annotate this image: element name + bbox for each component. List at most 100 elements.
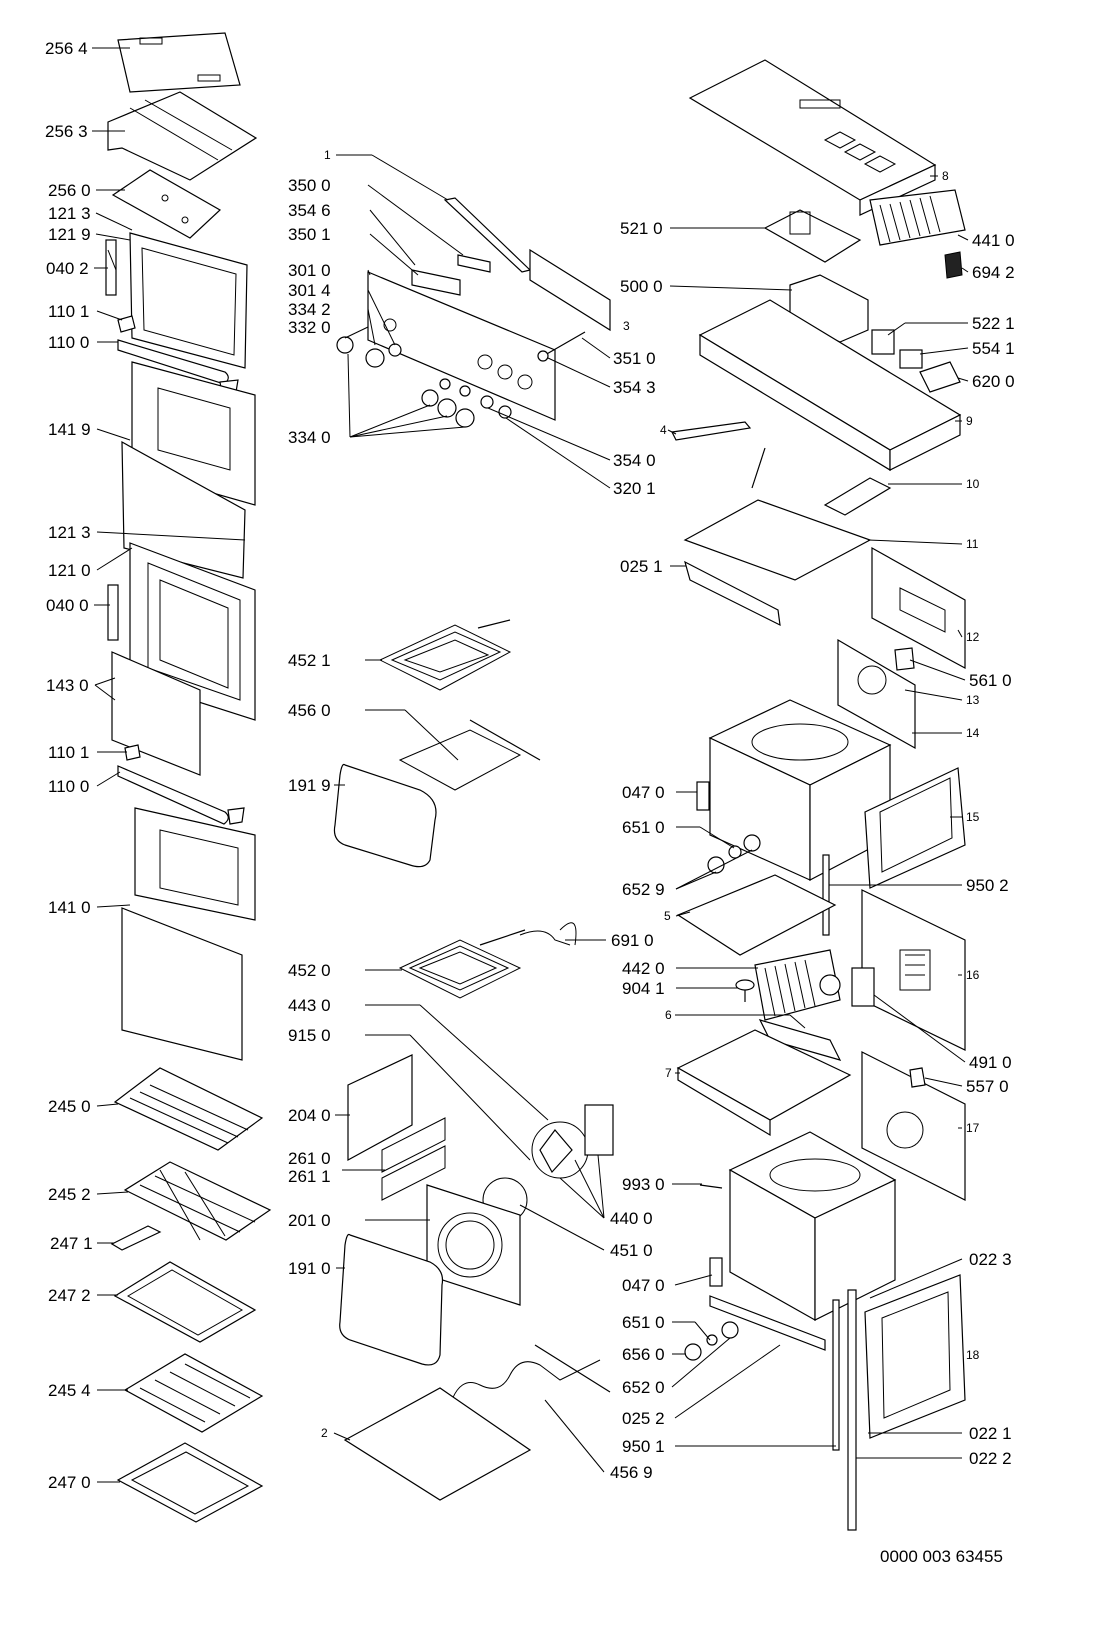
- label-2: 2: [321, 1426, 328, 1440]
- label-8: 8: [942, 169, 949, 183]
- label-0223: 022 3: [969, 1250, 1012, 1269]
- labels-right: 8 521 0 441 0 694 2 500 0 522 1 554 1 62…: [620, 169, 1015, 1468]
- label-6560: 656 0: [622, 1345, 665, 1364]
- label-9501: 950 1: [622, 1437, 665, 1456]
- label-4400: 440 0: [610, 1209, 653, 1228]
- label-1430: 143 0: [46, 676, 89, 695]
- label-3340: 334 0: [288, 428, 331, 447]
- label-3342: 334 2: [288, 300, 331, 319]
- label-0402: 040 2: [46, 259, 89, 278]
- label-1100: 110 0: [48, 333, 89, 352]
- label-2452: 245 2: [48, 1185, 91, 1204]
- label-2010: 201 0: [288, 1211, 331, 1230]
- label-1919: 191 9: [288, 776, 331, 795]
- label-1101b: 110 1: [48, 743, 89, 762]
- label-4: 4: [660, 423, 667, 437]
- label-2471: 247 1: [50, 1234, 93, 1253]
- label-0252: 025 2: [622, 1409, 665, 1428]
- leader-lines: [92, 47, 969, 1483]
- label-18: 18: [966, 1348, 980, 1362]
- label-1101: 110 1: [48, 302, 89, 321]
- label-4560: 456 0: [288, 701, 331, 720]
- document-number: 0000 003 63455: [880, 1547, 1003, 1566]
- label-6529: 652 9: [622, 880, 665, 899]
- label-2040: 204 0: [288, 1106, 331, 1125]
- label-0221: 022 1: [969, 1424, 1012, 1443]
- label-4569: 456 9: [610, 1463, 653, 1482]
- label-16: 16: [966, 968, 980, 982]
- label-0470b: 047 0: [622, 1276, 665, 1295]
- label-9502: 950 2: [966, 876, 1009, 895]
- label-13: 13: [966, 693, 980, 707]
- label-4430: 443 0: [288, 996, 331, 1015]
- label-6510: 651 0: [622, 818, 665, 837]
- label-5570: 557 0: [966, 1077, 1009, 1096]
- label-5210: 521 0: [620, 219, 663, 238]
- label-6910: 691 0: [611, 931, 654, 950]
- label-3014: 301 4: [288, 281, 331, 300]
- label-17: 17: [966, 1121, 980, 1135]
- label-4521: 452 1: [288, 651, 331, 670]
- label-0251: 025 1: [620, 557, 663, 576]
- label-0222: 022 2: [969, 1449, 1012, 1468]
- label-3500: 350 0: [288, 176, 331, 195]
- label-2560: 256 0: [48, 181, 91, 200]
- label-2470: 247 0: [48, 1473, 91, 1492]
- label-1410: 141 0: [48, 898, 91, 917]
- label-1213: 121 3: [48, 204, 91, 223]
- label-9: 9: [966, 414, 973, 428]
- label-4510: 451 0: [610, 1241, 653, 1260]
- label-4420: 442 0: [622, 959, 665, 978]
- label-11-text: 11: [966, 537, 979, 551]
- label-12: 12: [966, 630, 980, 644]
- label-1: 1: [324, 148, 331, 162]
- label-2611: 261 1: [288, 1167, 331, 1186]
- label-3540: 354 0: [613, 451, 656, 470]
- labels-middle: 1 350 0 354 6 350 1 301 0 301 4 334 2 33…: [288, 148, 656, 1482]
- label-14: 14: [966, 726, 980, 740]
- label-2450: 245 0: [48, 1097, 91, 1116]
- label-0400: 040 0: [46, 596, 89, 615]
- label-7: 7: [665, 1066, 672, 1080]
- label-6: 6: [665, 1008, 672, 1022]
- label-2472: 247 2: [48, 1286, 91, 1305]
- label-4410: 441 0: [972, 231, 1015, 250]
- label-4520: 452 0: [288, 961, 331, 980]
- label-1219: 121 9: [48, 225, 91, 244]
- label-1213b: 121 3: [48, 523, 91, 542]
- left-parts: [105, 32, 272, 1523]
- label-1419: 141 9: [48, 420, 91, 439]
- middle-parts: [333, 197, 614, 1501]
- label-6942: 694 2: [972, 263, 1015, 282]
- label-3546: 354 6: [288, 201, 331, 220]
- label-6520: 652 0: [622, 1378, 665, 1397]
- label-3510: 351 0: [613, 349, 656, 368]
- label-9930: 993 0: [622, 1175, 665, 1194]
- labels-left: 256 4 256 3 256 0 121 3 121 9 040 2 110 …: [45, 39, 93, 1492]
- label-2610: 261 0: [288, 1149, 331, 1168]
- label-3320: 332 0: [288, 318, 331, 337]
- label-5000: 500 0: [620, 277, 663, 296]
- label-5610: 561 0: [969, 671, 1012, 690]
- label-1210: 121 0: [48, 561, 91, 580]
- label-2454: 245 4: [48, 1381, 91, 1400]
- label-5221: 522 1: [972, 314, 1015, 333]
- label-6510b: 651 0: [622, 1313, 665, 1332]
- label-3501: 350 1: [288, 225, 331, 244]
- right-parts: [671, 59, 966, 1531]
- label-3201: 320 1: [613, 479, 656, 498]
- label-3010: 301 0: [288, 261, 331, 280]
- label-1910: 191 0: [288, 1259, 331, 1278]
- label-3543: 354 3: [613, 378, 656, 397]
- label-9150: 915 0: [288, 1026, 331, 1045]
- label-5: 5: [664, 909, 671, 923]
- label-10: 10: [966, 477, 980, 491]
- label-5541: 554 1: [972, 339, 1015, 358]
- label-4910: 491 0: [969, 1053, 1012, 1072]
- label-0470: 047 0: [622, 783, 665, 802]
- label-2564: 256 4: [45, 39, 88, 58]
- label-6200: 620 0: [972, 372, 1015, 391]
- label-15: 15: [966, 810, 980, 824]
- label-3: 3: [623, 319, 630, 333]
